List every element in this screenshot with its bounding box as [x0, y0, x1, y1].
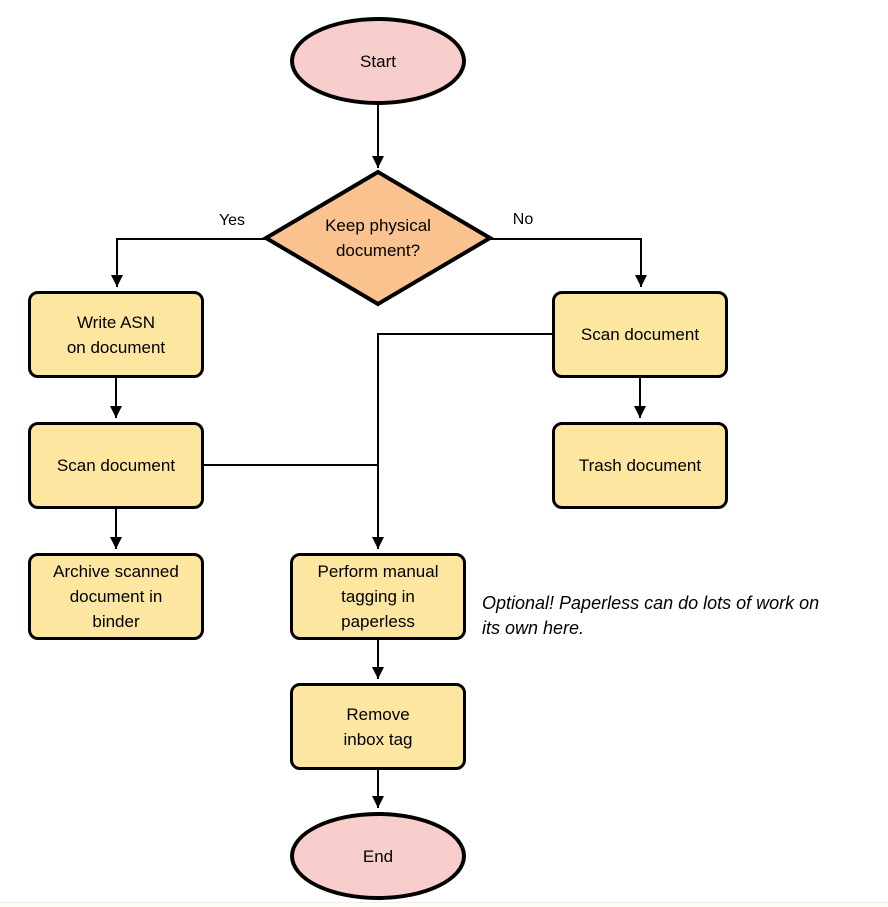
- node-trash-document-label: Trash document: [578, 456, 702, 475]
- edge-label-no: No: [499, 211, 547, 229]
- node-archive-label: Archive scanned document in binder: [53, 562, 179, 631]
- node-write-asn: Write ASN on document: [28, 291, 204, 378]
- node-scan-document-right-label: Scan document: [580, 325, 700, 344]
- node-remove-inbox-tag-label: Remove inbox tag: [343, 704, 413, 749]
- node-remove-inbox-tag: Remove inbox tag: [290, 683, 466, 770]
- edge-decision-yes-to-write-asn: [111, 238, 265, 287]
- node-manual-tagging-label: Perform manual tagging in paperless: [317, 562, 439, 631]
- node-decision-keep-physical-document: Keep physical document?: [262, 168, 494, 308]
- edge-label-yes: Yes: [205, 212, 259, 230]
- node-trash-document: Trash document: [552, 422, 728, 509]
- node-scan-document-left: Scan document: [28, 422, 204, 509]
- node-decision-label: Keep physical document?: [325, 216, 431, 260]
- edge-decision-no-to-scan-right: [491, 238, 647, 287]
- node-end-label: End: [362, 846, 394, 866]
- bottom-edge-strip: [0, 902, 888, 907]
- node-start: Start: [290, 17, 466, 105]
- node-scan-document-right: Scan document: [552, 291, 728, 378]
- node-start-label: Start: [360, 51, 396, 71]
- node-manual-tagging: Perform manual tagging in paperless: [290, 553, 466, 640]
- node-end: End: [290, 812, 466, 900]
- node-archive-scanned-document: Archive scanned document in binder: [28, 553, 204, 640]
- optional-note-text: Optional! Paperless can do lots of work …: [482, 593, 820, 638]
- node-scan-document-left-label: Scan document: [56, 456, 176, 475]
- edge-scan-right-to-tagging: [372, 333, 552, 549]
- node-write-asn-label: Write ASN on document: [66, 312, 166, 357]
- diamond-shape-icon: [262, 169, 494, 307]
